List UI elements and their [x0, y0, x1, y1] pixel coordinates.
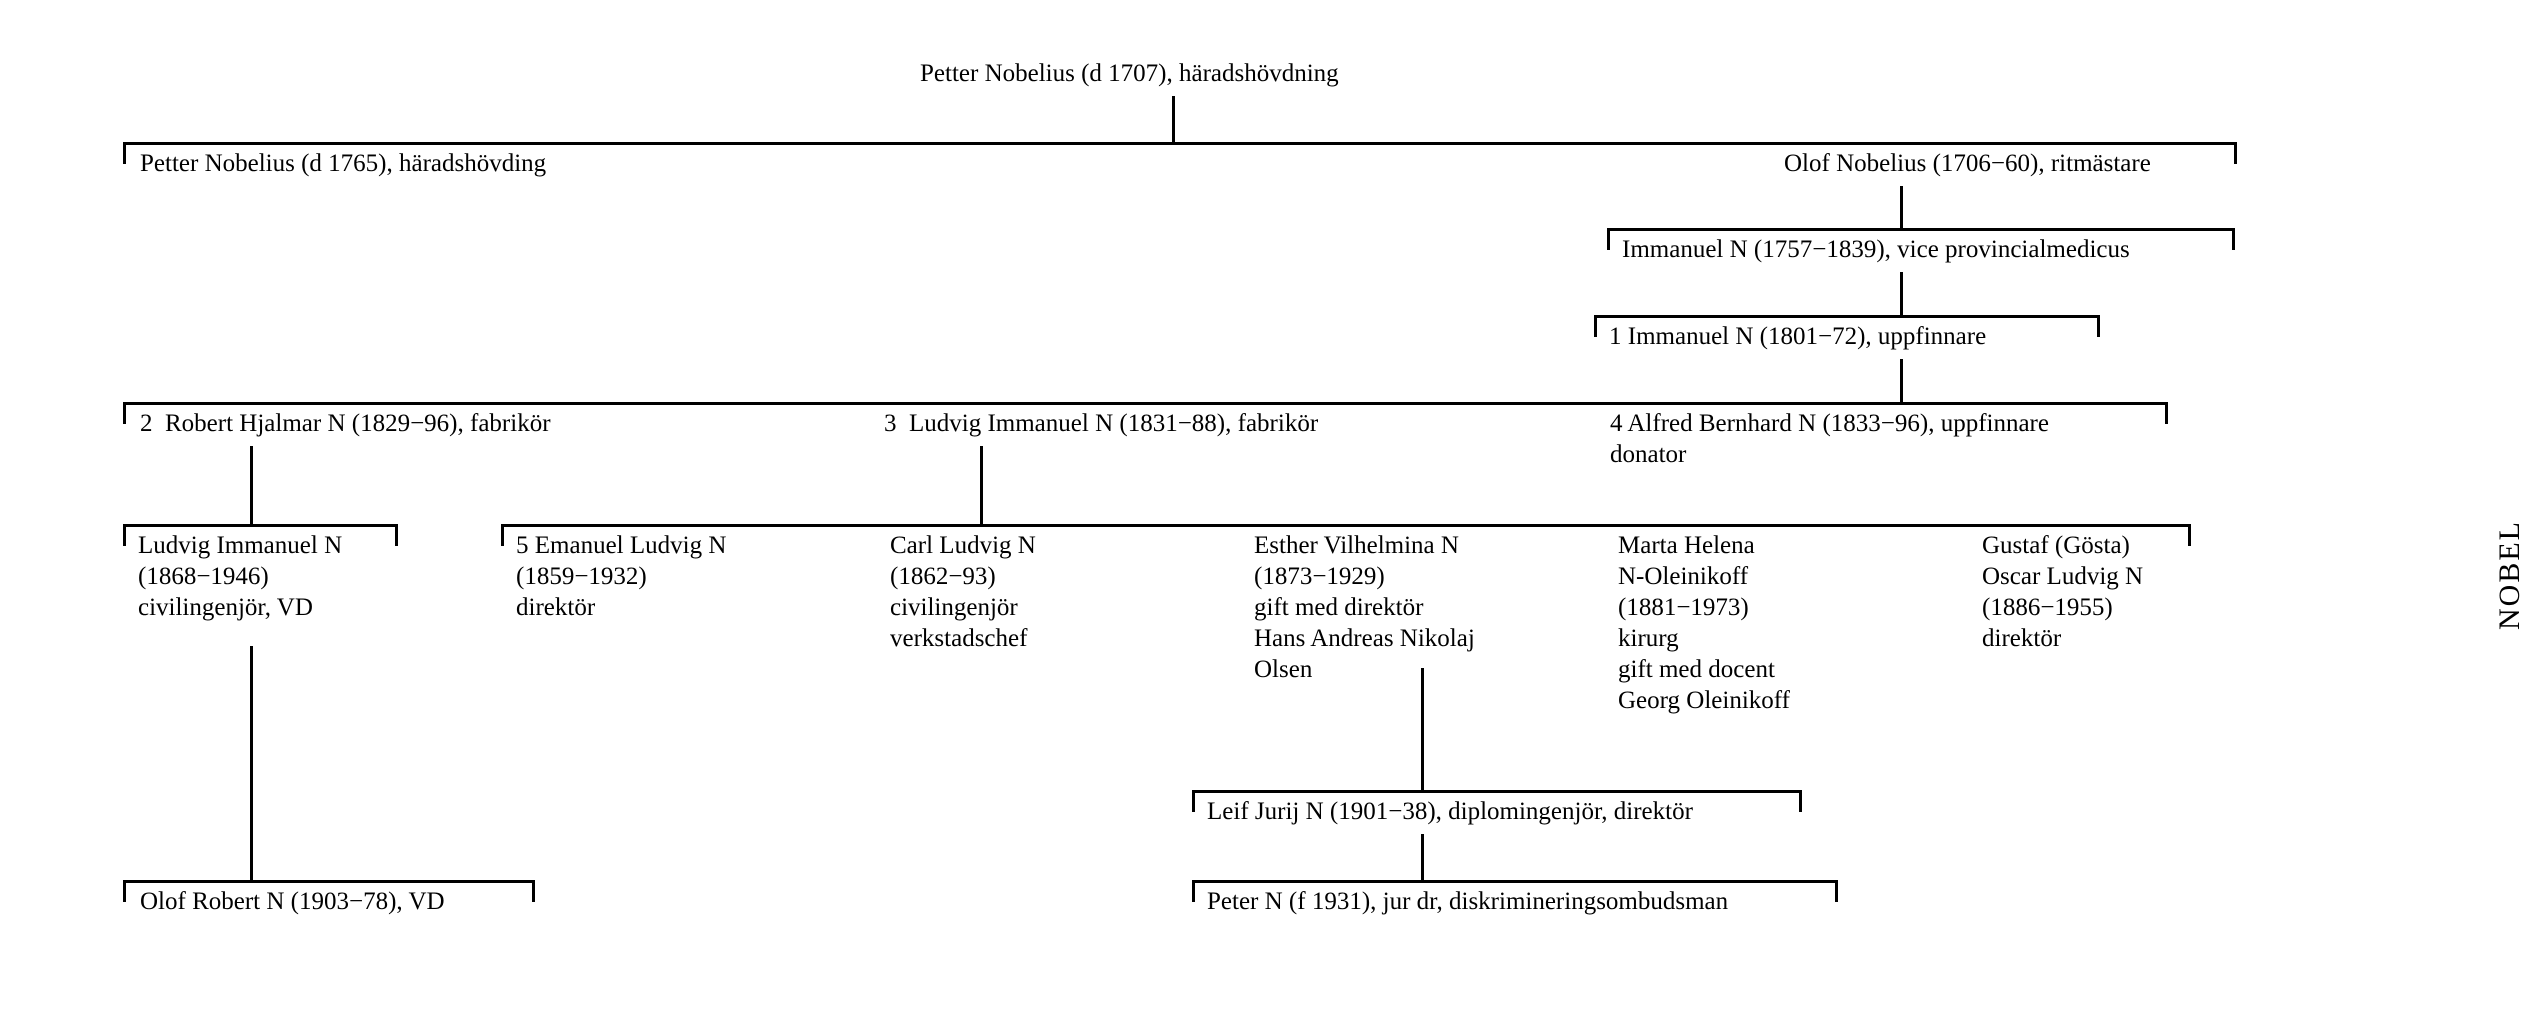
connector-immanuel1801-stem [1900, 359, 1903, 402]
node-esther-vilhelmina-line3: gift med direktör [1254, 594, 1424, 621]
connector-gen8-bus-left [123, 880, 535, 883]
node-robert-hjalmar: 2 Robert Hjalmar N (1829−96), fabrikör [140, 410, 551, 437]
node-olof-nobelius: Olof Nobelius (1706−60), ritmästare [1784, 150, 2151, 177]
connector-gen7-tick-left [1192, 790, 1195, 812]
connector-gen3-bus [1607, 228, 2235, 231]
node-carl-ludvig-line4: verkstadschef [890, 625, 1028, 652]
node-marta-helena-line3: (1881−1973) [1618, 594, 1749, 621]
connector-ludvig1831-stem [980, 446, 983, 524]
node-ludvig-immanuel-1868-line3: civilingenjör, VD [138, 594, 313, 621]
node-ludvig-immanuel-1868-line2: (1868−1946) [138, 563, 269, 590]
node-immanuel-n-1801: 1 Immanuel N (1801−72), uppfinnare [1609, 323, 1987, 350]
node-marta-helena-line5: gift med docent [1618, 656, 1775, 683]
node-ludvig-immanuel-1831: 3 Ludvig Immanuel N (1831−88), fabrikör [884, 410, 1319, 437]
node-emanuel-ludvig-line2: (1859−1932) [516, 563, 647, 590]
running-head-nobel: NOBEL [2493, 520, 2526, 630]
connector-ludvig1868-stem [250, 646, 253, 880]
connector-robert-stem [250, 446, 253, 524]
node-emanuel-ludvig-line1: 5 Emanuel Ludvig N [516, 532, 727, 559]
node-marta-helena-line6: Georg Oleinikoff [1618, 687, 1790, 714]
node-petter-nobelius-1707: Petter Nobelius (d 1707), häradshövdning [920, 60, 1339, 87]
connector-gen8-left-tick-left [123, 880, 126, 902]
connector-gen7-bus [1192, 790, 1802, 793]
connector-gen5-bus [123, 402, 2168, 405]
connector-gen6-left-tick-right [395, 524, 398, 546]
connector-gen4-tick-left [1594, 315, 1597, 337]
node-petter-nobelius-1765: Petter Nobelius (d 1765), häradshövding [140, 150, 547, 177]
node-esther-vilhelmina-line5: Olsen [1254, 656, 1313, 683]
connector-gen8-left-tick-right [532, 880, 535, 902]
node-gustaf-gosta-line3: (1886−1955) [1982, 594, 2113, 621]
connector-olof-stem [1900, 186, 1903, 228]
node-carl-ludvig-line1: Carl Ludvig N [890, 532, 1036, 559]
node-marta-helena-line2: N-Oleinikoff [1618, 563, 1749, 590]
connector-gen2-tick-right [2234, 142, 2237, 164]
node-esther-vilhelmina-line1: Esther Vilhelmina N [1254, 532, 1459, 559]
connector-gen3-tick-right [2232, 228, 2235, 250]
connector-gen2-tick-left [123, 142, 126, 164]
node-esther-vilhelmina-line2: (1873−1929) [1254, 563, 1385, 590]
connector-gen6-bus-left [123, 524, 398, 527]
node-marta-helena-line4: kirurg [1618, 625, 1679, 652]
connector-gen6-bus-right [501, 524, 2191, 527]
connector-gen2-bus [123, 142, 2237, 145]
connector-gen7-tick-right [1799, 790, 1802, 812]
node-esther-vilhelmina-line4: Hans Andreas Nikolaj [1254, 625, 1475, 652]
connector-gen4-bus [1594, 315, 2100, 318]
connector-gen4-tick-right [2097, 315, 2100, 337]
node-gustaf-gosta-line2: Oscar Ludvig N [1982, 563, 2144, 590]
node-ludvig-immanuel-1868-line1: Ludvig Immanuel N [138, 532, 343, 559]
connector-root-stem [1172, 96, 1175, 142]
connector-gen6-right-tick-left [501, 524, 504, 546]
connector-gen6-left-tick-left [123, 524, 126, 546]
connector-leif-stem [1421, 834, 1424, 880]
node-marta-helena-line1: Marta Helena [1618, 532, 1755, 559]
node-gustaf-gosta-line1: Gustaf (Gösta) [1982, 532, 2130, 559]
node-carl-ludvig-line2: (1862−93) [890, 563, 996, 590]
connector-gen5-tick-left [123, 402, 126, 424]
node-alfred-bernhard-line2: donator [1610, 441, 1687, 468]
node-olof-robert: Olof Robert N (1903−78), VD [140, 888, 445, 915]
connector-gen6-right-tick-right [2188, 524, 2191, 546]
node-immanuel-n-1757: Immanuel N (1757−1839), vice provincialm… [1622, 236, 2130, 263]
connector-esther-stem [1421, 668, 1424, 790]
connector-gen3-tick-left [1607, 228, 1610, 250]
connector-gen8-bus-right [1192, 880, 1838, 883]
node-emanuel-ludvig-line3: direktör [516, 594, 596, 621]
connector-gen8-right-tick-right [1835, 880, 1838, 902]
node-leif-jurij: Leif Jurij N (1901−38), diplomingenjör, … [1207, 798, 1693, 825]
connector-immanuel1757-stem [1900, 272, 1903, 315]
node-alfred-bernhard-line1: 4 Alfred Bernhard N (1833−96), uppfinnar… [1610, 410, 2049, 437]
node-peter-n: Peter N (f 1931), jur dr, diskriminering… [1207, 888, 1729, 915]
node-carl-ludvig-line3: civilingenjör [890, 594, 1018, 621]
node-gustaf-gosta-line4: direktör [1982, 625, 2062, 652]
connector-gen5-tick-right [2165, 402, 2168, 424]
connector-gen8-right-tick-left [1192, 880, 1195, 902]
